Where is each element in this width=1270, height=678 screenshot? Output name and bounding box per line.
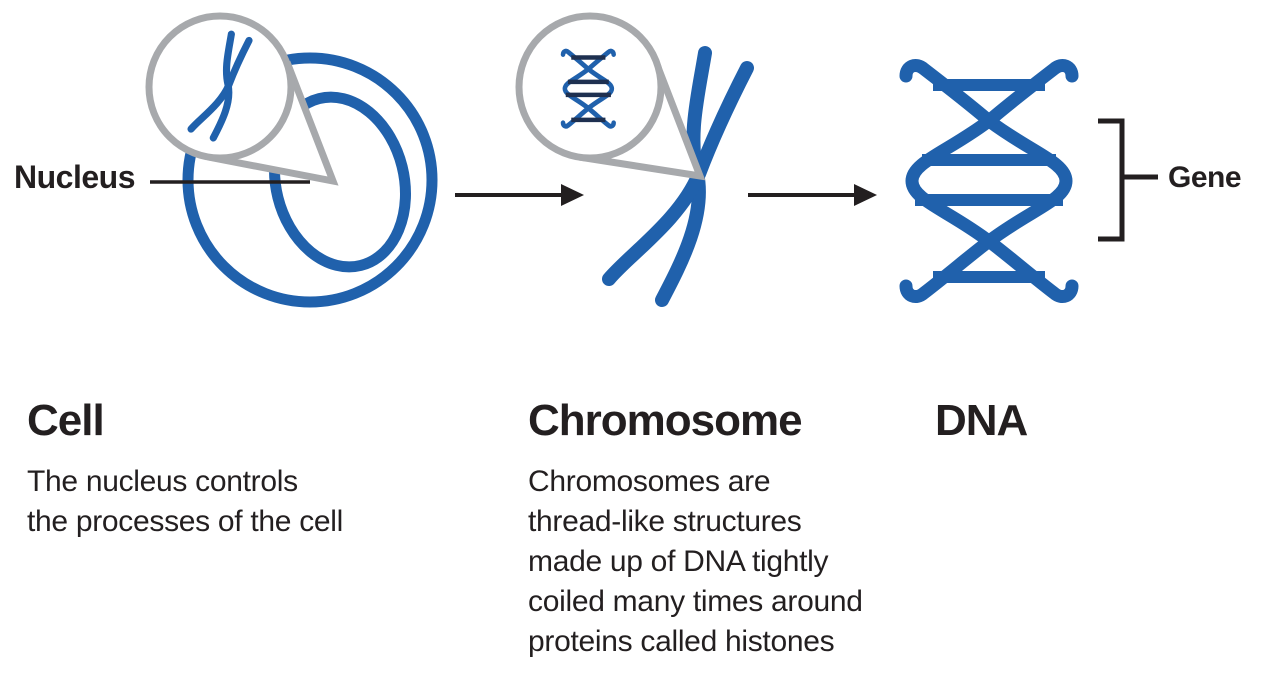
magnifier-callout-icon: [515, 12, 706, 181]
cell-membrane: [182, 52, 438, 308]
section-title-chromosome: Chromosome: [528, 396, 803, 445]
section-title-dna: DNA: [935, 396, 1028, 445]
section-description-cell: The nucleus controls the processes of th…: [27, 465, 344, 538]
dna-helix-icon: [906, 65, 1072, 296]
nucleus-shape: [269, 91, 411, 273]
section-description-chromosome: Chromosomes are thread-like structures m…: [528, 465, 863, 658]
cell-icon: [182, 52, 438, 308]
magnifier-callout-icon: [145, 12, 339, 186]
arrow-right-icon: [748, 184, 877, 206]
arrow-right-icon: [455, 184, 584, 206]
gene-bracket: [1098, 118, 1158, 242]
gene-label: Gene: [1168, 161, 1242, 194]
nucleus-label: Nucleus: [14, 159, 135, 195]
diagram-artwork: [145, 12, 1158, 308]
section-title-cell: Cell: [27, 396, 105, 445]
